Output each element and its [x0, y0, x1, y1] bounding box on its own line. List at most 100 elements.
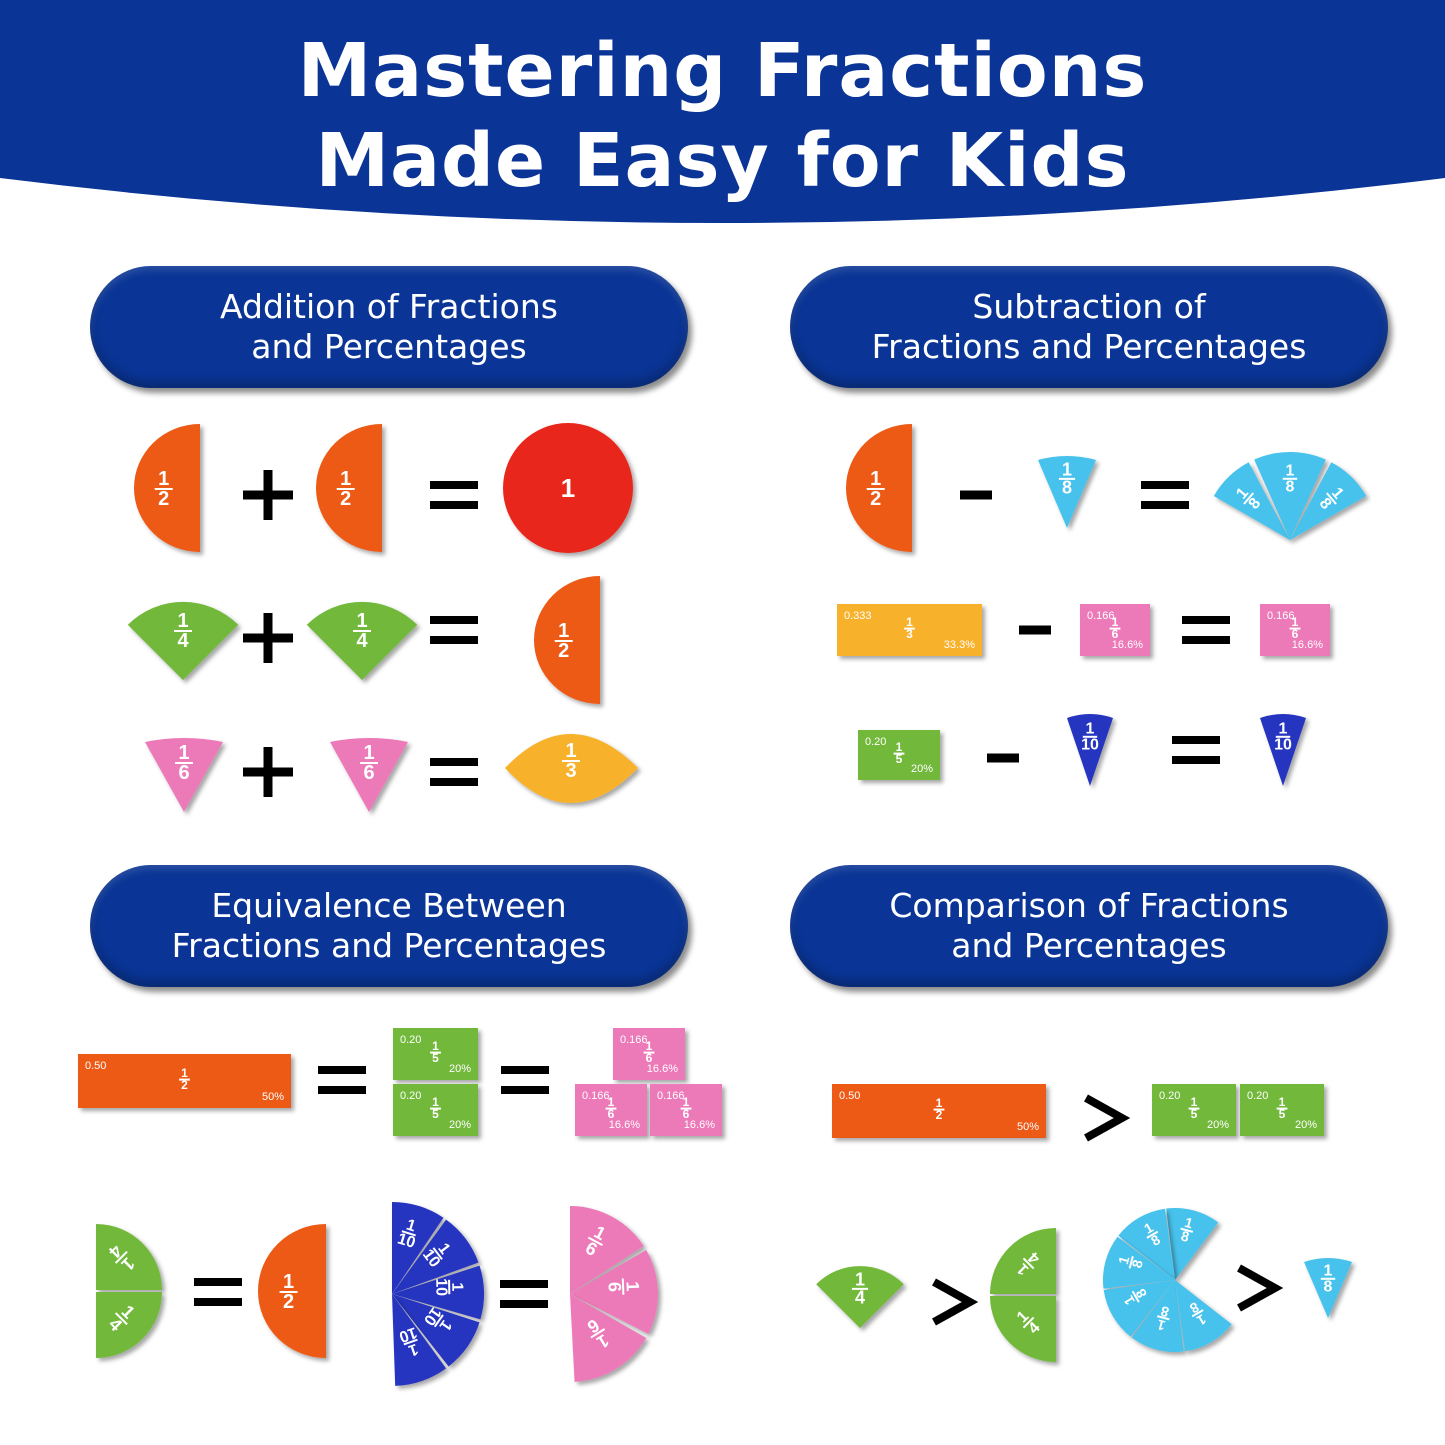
eq-tenth-1	[392, 1202, 444, 1294]
cmp-fifth-tile-2-decimal: 0.20	[1247, 1090, 1268, 1102]
add-quarter-2-label: 14	[353, 610, 371, 652]
eq-fifth-tile-1	[393, 1028, 478, 1080]
section-equivalence-line2: Fractions and Percentages	[171, 926, 607, 965]
eq-fifth-tile-1-fraction-numerator: 1	[432, 1039, 439, 1053]
sub-tenth-2-label-denominator: 10	[1274, 737, 1292, 754]
cmp-half-tile-percent: 50%	[1017, 1121, 1039, 1133]
section-comparison-header: Comparison of Fractions and Percentages	[790, 865, 1388, 987]
cmp-eighth-single-label: 18	[1320, 1263, 1336, 1296]
section-subtraction-line2: Fractions and Percentages	[871, 327, 1307, 366]
eq-fifth-tile-2-fraction-numerator: 1	[432, 1095, 439, 1109]
eq-sixth-tile-1-fraction-denominator: 6	[646, 1051, 653, 1065]
cmp-eighth-4	[1103, 1280, 1175, 1337]
add-sixth-2-label-denominator: 6	[363, 762, 374, 784]
sub-fifth-tile	[858, 730, 940, 780]
sub-sixth-result-decimal: 0.166	[1267, 610, 1295, 622]
eq-half-piece-label-denominator: 2	[283, 1291, 294, 1313]
sub-eighth-label: 18	[1058, 459, 1076, 497]
cmp-eighth-5-label-denominator: 8	[1159, 1303, 1171, 1321]
header-banner	[0, 0, 1445, 223]
sub-eighth-r1	[1213, 462, 1290, 540]
add-quarter-2	[306, 601, 418, 680]
add-quarter-1	[127, 601, 239, 680]
section-equivalence-line1: Equivalence Between	[211, 886, 567, 925]
sub-tenth-2-label-numerator: 1	[1279, 721, 1288, 738]
eq-fifth-tile-1-fraction-denominator: 5	[432, 1051, 439, 1065]
section-addition-line1: Addition of Fractions	[220, 287, 558, 326]
cmp-half-tile-fraction: 12	[933, 1096, 945, 1122]
section-comparison-line1: Comparison of Fractions	[889, 886, 1289, 925]
eq-half-piece-label-numerator: 1	[283, 1271, 294, 1293]
sub-sixth-result-percent: 16.6%	[1292, 639, 1323, 651]
sub-eighth	[1038, 456, 1096, 528]
sub-eighth-label-denominator: 8	[1062, 477, 1072, 497]
add-sixth-1-label: 16	[175, 742, 193, 784]
eq-sixth-tile-3-percent: 16.6%	[684, 1119, 715, 1131]
cmp-quarter-label-denominator: 4	[855, 1287, 865, 1307]
sub-tenth-2-label: 110	[1274, 721, 1292, 754]
sub-sixth-tile-percent: 16.6%	[1112, 639, 1143, 651]
eq-sixth-tile-1	[613, 1028, 685, 1080]
add-sixth-1-label-numerator: 1	[178, 742, 189, 764]
cmp-fifth-tile-2-fraction-numerator: 1	[1279, 1095, 1286, 1109]
sub-third-tile	[837, 604, 982, 656]
cmp-eighth-1-label-denominator: 8	[1179, 1227, 1191, 1245]
sub-half-label-numerator: 1	[870, 468, 881, 490]
eq-fifth-tile-1-decimal: 0.20	[400, 1034, 421, 1046]
sub-fifth-tile-fraction-numerator: 1	[896, 740, 903, 754]
cmp-fifth-tile-2-fraction-denominator: 5	[1279, 1107, 1286, 1121]
add-half-2-label-numerator: 1	[340, 468, 351, 490]
cmp-eighth-3-label: 18	[1115, 1254, 1146, 1270]
add-half-2-label: 12	[336, 468, 355, 510]
eq-sixth-tile-1-fraction: 16	[643, 1039, 655, 1065]
add-quarter-1-label-denominator: 4	[177, 630, 189, 652]
eq-half-tile-fraction-denominator: 2	[181, 1078, 188, 1092]
cmp-eighth-5-label-numerator: 1	[1155, 1317, 1167, 1335]
eq-sixth-tile-1-decimal: 0.166	[620, 1034, 648, 1046]
cmp-fifth-tile-1-fraction-numerator: 1	[1191, 1095, 1198, 1109]
add-quarter-2-label-numerator: 1	[356, 610, 367, 632]
cmp-fifth-tile-1-percent: 20%	[1207, 1119, 1229, 1131]
cmp-eighth-3-label-denominator: 8	[1128, 1258, 1146, 1270]
sub-fifth-tile-fraction: 15	[893, 740, 905, 766]
eq-sixth-tile-2	[575, 1084, 647, 1136]
add-half-1-label: 12	[154, 468, 173, 510]
sub-half-label: 12	[866, 468, 885, 510]
eq-sixth-wedge-2-label-numerator: 1	[623, 1281, 643, 1292]
add-half-2-label-denominator: 2	[340, 488, 351, 510]
eq-tenth-5-label: 110	[397, 1323, 420, 1359]
eq-sixth-tile-2-percent: 16.6%	[609, 1119, 640, 1131]
eq-sixth-wedge-2-label-denominator: 6	[605, 1282, 625, 1293]
sub-sixth-tile-decimal: 0.166	[1087, 610, 1115, 622]
eq-sixth-tile-3-fraction-denominator: 6	[683, 1107, 690, 1121]
cmp-eighth-2	[1118, 1208, 1175, 1280]
add-sixth-2	[330, 738, 408, 812]
eq-tenth-3	[392, 1265, 484, 1320]
eq-tenth-5-label-denominator: 10	[397, 1323, 419, 1345]
cmp-fifth-tile-1-decimal: 0.20	[1159, 1090, 1180, 1102]
add-third-result-label: 13	[562, 740, 580, 782]
cmp-greater-1	[1084, 1094, 1131, 1142]
eq-tenth-1-label-denominator: 10	[395, 1231, 417, 1252]
eq-tenth-5	[392, 1294, 447, 1386]
sub-sixth-result-fraction: 16	[1289, 615, 1301, 641]
add-sixth-1-label-denominator: 6	[178, 762, 189, 784]
eq-sixth-tile-2-fraction-denominator: 6	[608, 1107, 615, 1121]
add-half-result-label-denominator: 2	[558, 640, 569, 662]
add-half-result-label: 12	[554, 620, 573, 662]
section-addition-line2: and Percentages	[251, 327, 527, 366]
sub-sixth-result	[1260, 604, 1330, 656]
sub-equals-3	[1172, 736, 1220, 764]
eq-sixth-tile-1-fraction-numerator: 1	[646, 1039, 653, 1053]
cmp-fifth-tile-2	[1240, 1084, 1324, 1136]
sub-tenth-1	[1067, 714, 1113, 786]
eq-half-tile-fraction-numerator: 1	[181, 1066, 188, 1080]
sub-half-label-denominator: 2	[870, 488, 881, 510]
add-quarter-1-label-numerator: 1	[177, 610, 188, 632]
section-addition-header: Addition of Fractions and Percentages	[90, 266, 688, 388]
add-whole-label: 1	[561, 473, 575, 503]
sub-eighth-r2-label-denominator: 8	[1286, 479, 1295, 496]
page-title-line2: Made Easy for Kids	[315, 118, 1130, 204]
cmp-half-tile-fraction-numerator: 1	[936, 1096, 943, 1110]
